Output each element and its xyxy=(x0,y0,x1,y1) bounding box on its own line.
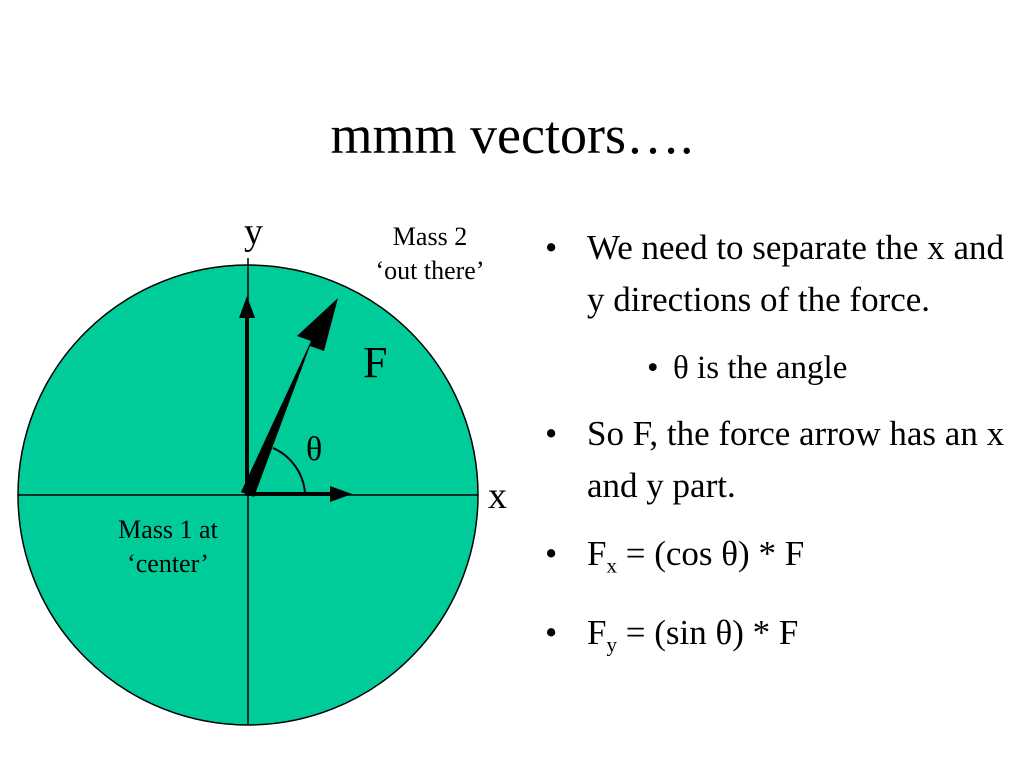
fy-expression: = (sin θ) * F xyxy=(616,613,799,653)
fy-formula: Fy = (sin θ) * F xyxy=(587,613,799,656)
x-axis-label: x xyxy=(488,475,507,517)
y-component-arrowhead xyxy=(239,296,255,318)
bullet-dot: • xyxy=(545,414,558,453)
bullet-item: • Fy = (sin θ) * F xyxy=(545,607,1015,670)
bullet-dot: • xyxy=(647,350,659,386)
bullet-item: • We need to separate the x and y direct… xyxy=(545,222,1015,326)
mass1-line2: ‘center’ xyxy=(127,549,209,578)
fx-formula: Fx = (cos θ) * F xyxy=(587,534,805,577)
fx-subscript: x xyxy=(606,553,617,578)
fy-subscript: y xyxy=(606,632,617,657)
bullet-item: • Fx = (cos θ) * F xyxy=(545,528,1015,591)
sub-bullet-text: θ is the angle xyxy=(673,350,848,386)
bullet-item: • So F, the force arrow has an x and y p… xyxy=(545,408,1015,512)
y-axis-label: y xyxy=(244,211,263,253)
mass1-line1: Mass 1 at xyxy=(118,515,218,544)
force-arrow xyxy=(241,298,338,497)
bullet-text: We need to separate the x and y directio… xyxy=(587,228,1004,319)
mass2-label: Mass 2 ‘out there’ xyxy=(340,220,520,288)
sub-bullet-item: • θ is the angle xyxy=(545,342,1015,394)
bullet-dot: • xyxy=(545,613,558,653)
mass1-label: Mass 1 at ‘center’ xyxy=(88,513,248,581)
bullet-dot: • xyxy=(545,228,558,267)
bullet-text: So F, the force arrow has an x and y par… xyxy=(587,414,1005,505)
fx-symbol: F xyxy=(587,534,607,573)
force-label: F xyxy=(363,338,388,387)
angle-arc xyxy=(272,447,306,494)
mass2-line1: Mass 2 xyxy=(392,222,468,251)
slide-title: mmm vectors…. xyxy=(330,105,694,165)
fy-symbol: F xyxy=(587,613,607,653)
fx-expression: = (cos θ) * F xyxy=(616,534,805,573)
bullet-dot: • xyxy=(545,534,558,573)
angle-label: θ xyxy=(306,431,323,468)
bullet-list: • We need to separate the x and y direct… xyxy=(545,222,1015,687)
x-component-arrowhead xyxy=(330,486,352,502)
mass2-line2: ‘out there’ xyxy=(375,256,485,285)
